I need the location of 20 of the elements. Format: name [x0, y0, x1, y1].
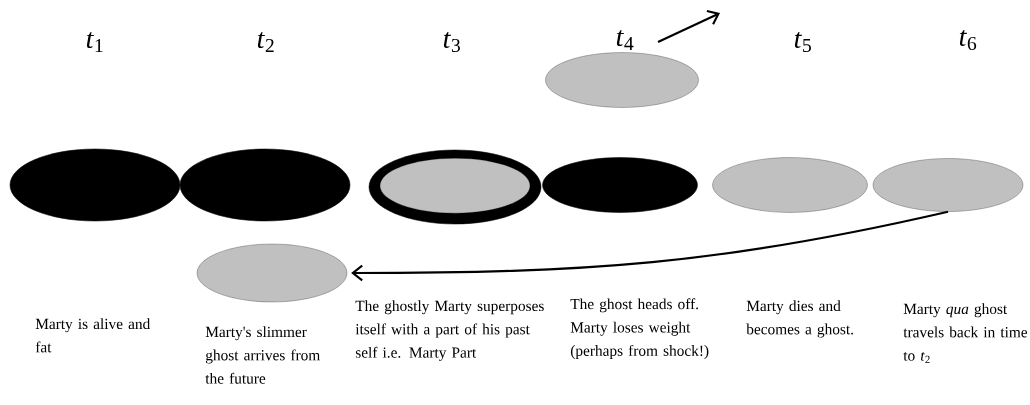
filled-ellipse [9, 148, 181, 222]
caption-text: The ghostly Marty superposes itself with a part of his past self i.e. Marty Part [355, 300, 544, 361]
caption-text: Marty qua ghost travels back in time to t$_{2}$ [903, 303, 1028, 363]
caption-text: The ghost heads off. Marty loses weight (perhaps from shock!) [570, 298, 709, 359]
time-label: t$_{6}$ [959, 29, 977, 51]
time-label: t$_{5}$ [794, 31, 811, 53]
ellipse-shape [872, 158, 1024, 212]
caption-text: Marty is alive and fat [35, 318, 151, 353]
filled-ellipse [179, 148, 351, 222]
caption-text: Marty dies and becomes a ghost. [746, 300, 853, 338]
arrow [351, 210, 949, 282]
ellipse-shape [545, 52, 699, 108]
ellipse-shape [196, 243, 348, 303]
time-label: t$_{1}$ [86, 32, 103, 52]
filled-ellipse [542, 157, 698, 213]
time-label: t$_{2}$ [257, 32, 274, 52]
time-label: t$_{3}$ [443, 31, 460, 53]
ellipse-shape [712, 157, 868, 213]
caption-text: Marty's slimmer ghost arrives from the future [205, 326, 320, 384]
ellipse-shape [379, 158, 531, 214]
